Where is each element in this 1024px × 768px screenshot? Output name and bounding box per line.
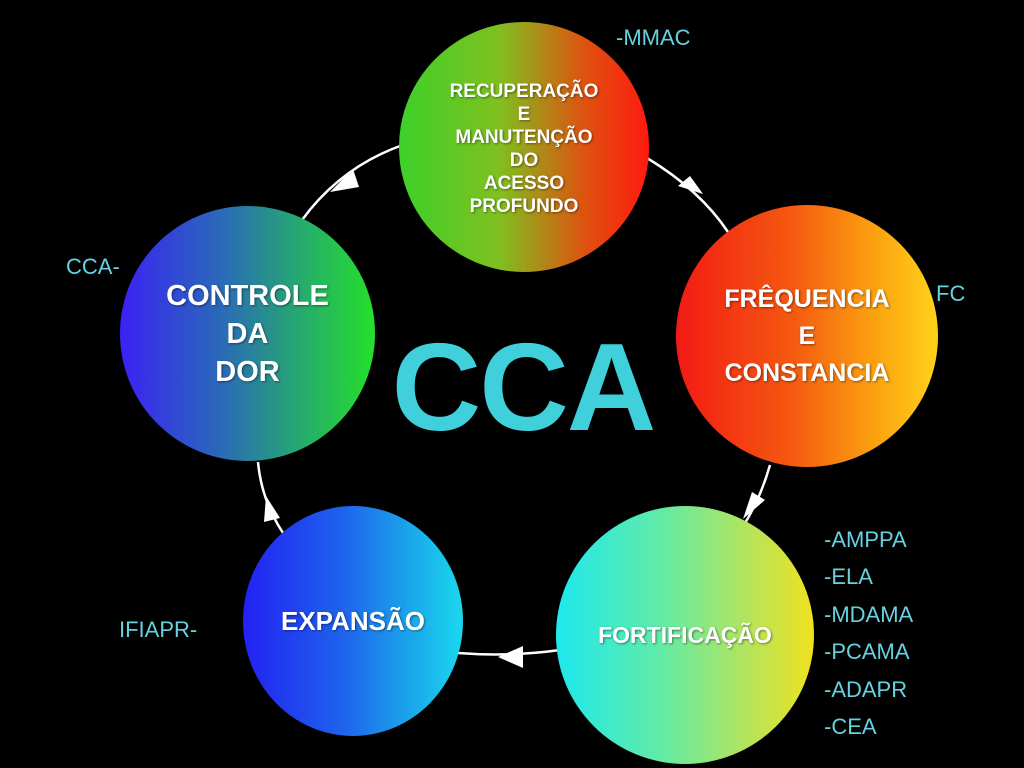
node-expansao-label: EXPANSÃO xyxy=(281,606,425,636)
note-ifiapr: IFIAPR- xyxy=(119,617,198,642)
triangle-arrow-icon xyxy=(743,492,765,519)
node-recuperacao: RECUPERAÇÃO E MANUTENÇÃO DO ACESSO PROFU… xyxy=(399,22,649,272)
note-list-fortificacao: -AMPPA -ELA -MDAMA -PCAMA -ADAPR -CEA xyxy=(824,521,913,745)
connector-expansao-controle xyxy=(256,461,290,541)
node-recuperacao-label: RECUPERAÇÃO E MANUTENÇÃO DO ACESSO PROFU… xyxy=(449,81,599,217)
note-list-item: -PCAMA xyxy=(824,639,910,665)
triangle-arrow-icon xyxy=(330,169,359,192)
note-list-item: -ADAPR xyxy=(824,676,908,702)
note-list-item: -CEA xyxy=(824,714,877,740)
center-title: CCA xyxy=(391,319,657,457)
node-controle-label: CONTROLE DA DOR xyxy=(166,279,329,388)
note-mmac: -MMAC xyxy=(616,25,691,50)
note-list-item: -MDAMA xyxy=(824,601,914,627)
node-fortificacao: FORTIFICAÇÃO xyxy=(556,506,814,764)
connector-controle-recuperacao xyxy=(300,144,401,221)
node-frequencia: FRÊQUENCIA E CONSTANCIA xyxy=(676,205,938,467)
note-list-item: -ELA xyxy=(824,564,873,590)
triangle-arrow-icon xyxy=(678,176,703,194)
note-cca: CCA- xyxy=(66,254,120,279)
node-fortificacao-label: FORTIFICAÇÃO xyxy=(598,622,772,648)
note-fc: FC xyxy=(936,281,966,306)
note-list-item: -AMPPA xyxy=(824,527,907,552)
triangle-arrow-icon xyxy=(498,646,523,668)
triangle-arrow-icon xyxy=(264,496,280,522)
node-expansao: EXPANSÃO xyxy=(243,506,463,736)
node-controle: CONTROLE DA DOR xyxy=(120,206,375,461)
connector-recuperacao-frequencia xyxy=(646,156,730,233)
node-frequencia-label: FRÊQUENCIA E CONSTANCIA xyxy=(724,284,890,387)
